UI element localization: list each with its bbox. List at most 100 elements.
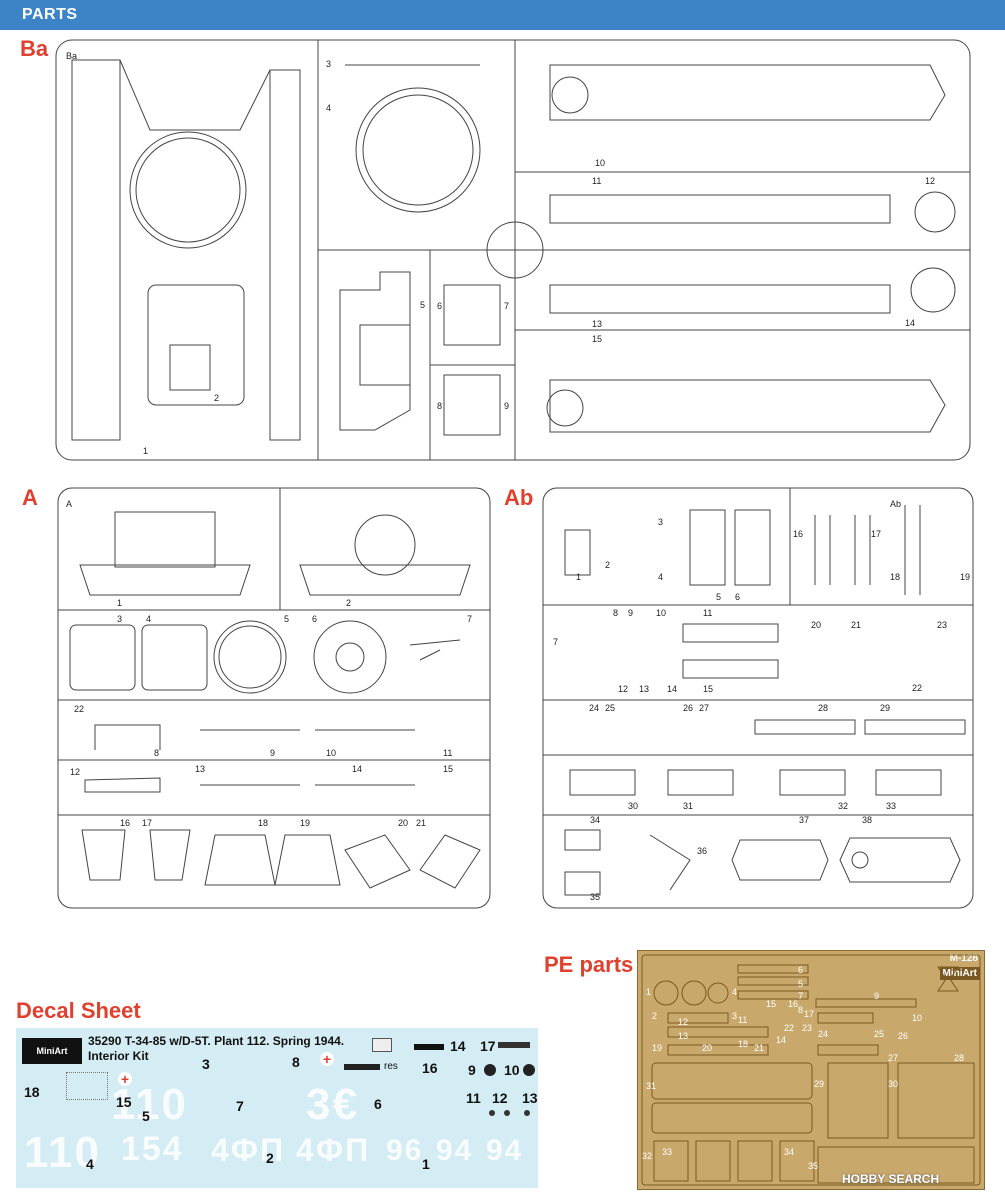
- ab-num-21: 21: [851, 620, 861, 630]
- a-num-22: 22: [74, 704, 84, 714]
- sprue-label-a: A: [22, 485, 38, 510]
- decal-res-bar: [344, 1064, 380, 1070]
- ab-num-14: 14: [667, 684, 677, 694]
- decal-ghost-94-a: 94: [436, 1134, 474, 1167]
- pe-num-25: 25: [874, 1029, 885, 1039]
- ab-num-37: 37: [799, 815, 809, 825]
- ab-num-5: 5: [716, 592, 721, 602]
- a-num-19: 19: [300, 818, 310, 828]
- ab-part-35: [564, 871, 601, 896]
- a-tag: A: [66, 499, 72, 509]
- a-part-17: [149, 829, 191, 881]
- ab-part-37: [731, 839, 829, 881]
- ab-num-17: 17: [871, 529, 881, 539]
- ab-num-8: 8: [613, 608, 618, 618]
- ab-num-3: 3: [658, 517, 663, 527]
- ba-num-15: 15: [592, 334, 602, 344]
- ab-part-15: [682, 659, 779, 679]
- a-num-17: 17: [142, 818, 152, 828]
- ba-part-14: [910, 267, 956, 313]
- ba-part-13: [549, 284, 891, 314]
- ba-part-5: [339, 271, 411, 431]
- decal-dot-12: [504, 1110, 510, 1116]
- decal-number: 7: [236, 1098, 244, 1114]
- sprue-ab-frame: [542, 487, 974, 909]
- decal-number: 2: [266, 1150, 274, 1166]
- part-number-labels: Ba 1 2 3 4 5 6 7 8 9 10 11 12 13 14 15 A…: [66, 51, 970, 902]
- a-part-8: [94, 724, 161, 750]
- a-part-5: [213, 620, 287, 694]
- ba-part-15-track: [549, 379, 946, 433]
- ba-num-1: 1: [143, 446, 148, 456]
- pe-num-4: 4: [732, 987, 738, 997]
- a-part-1: [79, 564, 251, 596]
- ab-num-32: 32: [838, 801, 848, 811]
- ab-part-11: [682, 623, 779, 643]
- pe-num-29: 29: [814, 1079, 825, 1089]
- decal-number: 17: [480, 1038, 496, 1054]
- ab-num-11: 11: [703, 608, 712, 618]
- decal-sheet-heading: Decal Sheet: [16, 998, 141, 1023]
- ba-num-7: 7: [504, 301, 509, 311]
- a-part-3: [69, 624, 136, 691]
- pe-num-6: 6: [798, 965, 804, 975]
- pe-num-5: 5: [798, 979, 804, 989]
- ba-num-2: 2: [214, 393, 219, 403]
- decal-ghost-96: 96: [386, 1134, 424, 1167]
- decal-ghost-110-b: 110: [111, 1080, 188, 1129]
- a-part-2: [299, 564, 471, 596]
- ba-num-14: 14: [905, 318, 915, 328]
- red-cross-icon: +: [118, 1072, 132, 1086]
- watermark: HOBBY SEARCH: [842, 1172, 940, 1186]
- a-part-20: [344, 834, 411, 889]
- pe-num-24: 24: [818, 1029, 829, 1039]
- decal-number: 9: [468, 1062, 476, 1078]
- ab-num-28: 28: [818, 703, 828, 713]
- decal-ghost-154: 154: [121, 1130, 184, 1168]
- pe-num-30: 30: [888, 1079, 899, 1089]
- decal-black-bar: [414, 1044, 444, 1050]
- a-num-18: 18: [258, 818, 268, 828]
- pe-num-26: 26: [898, 1031, 909, 1041]
- ab-part-17: [854, 515, 871, 585]
- ab-part-6: [734, 509, 771, 586]
- a-num-3: 3: [117, 614, 122, 624]
- pe-num-17: 17: [804, 1009, 815, 1019]
- a-part-7: [409, 639, 461, 661]
- a-num-21: 21: [416, 818, 426, 828]
- decal-dot-9: [484, 1064, 496, 1076]
- decal-number: 16: [422, 1060, 438, 1076]
- ab-num-33: 33: [886, 801, 896, 811]
- a-num-1: 1: [117, 598, 122, 608]
- pe-num-19: 19: [652, 1043, 663, 1053]
- pe-num-20: 20: [702, 1043, 713, 1053]
- ab-num-24: 24: [589, 703, 599, 713]
- decal-ghost-4fp-a: 4ФП: [211, 1132, 286, 1168]
- a-num-7: 7: [467, 614, 472, 624]
- ba-part-hull-floor: [71, 59, 301, 441]
- a-num-4: 4: [146, 614, 151, 624]
- pe-parts-heading: PE parts: [544, 952, 634, 977]
- ba-part-turret-ring: [129, 131, 247, 249]
- a-part-21: [419, 834, 481, 889]
- ba-num-13: 13: [592, 319, 602, 329]
- pe-num-10: 10: [912, 1013, 923, 1023]
- decal-number: 13: [522, 1090, 538, 1106]
- ab-num-16: 16: [793, 529, 803, 539]
- a-num-15: 15: [443, 764, 453, 774]
- decal-ghost-94-b: 94: [486, 1134, 524, 1167]
- decal-title: 35290 T-34-85 w/D-5T. Plant 112. Spring …: [88, 1034, 388, 1064]
- ab-part-38: [839, 837, 961, 883]
- ba-num-5: 5: [420, 300, 425, 310]
- header-bar: PARTS: [0, 0, 1005, 30]
- ab-part-32: [779, 769, 846, 796]
- ba-tag: Ba: [66, 51, 77, 61]
- sprue-a-frame: [57, 487, 491, 909]
- ab-num-23: 23: [937, 620, 947, 630]
- a-num-12: 12: [70, 767, 80, 777]
- pe-num-33: 33: [662, 1147, 673, 1157]
- a-num-13: 13: [195, 764, 205, 774]
- a-num-20: 20: [398, 818, 408, 828]
- pe-brand-logo: MiniArt: [939, 967, 980, 980]
- ab-num-1: 1: [576, 572, 581, 582]
